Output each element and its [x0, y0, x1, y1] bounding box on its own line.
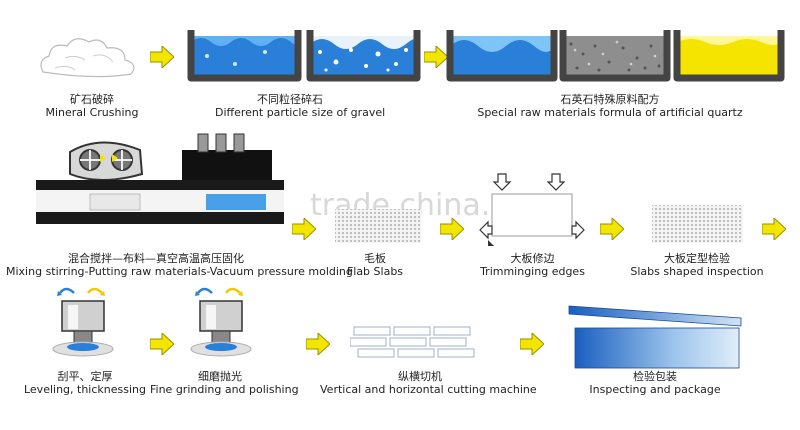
shaped-slab-illustration — [650, 203, 745, 245]
arrow-right-icon — [292, 218, 316, 240]
package-crate-illustration — [565, 300, 745, 372]
arrow-right-icon — [306, 333, 330, 355]
arrow-right-icon — [762, 218, 786, 240]
arrow-right-icon — [440, 218, 464, 240]
trimming-edges-illustration — [478, 170, 588, 252]
flab-slab-illustration — [333, 207, 423, 245]
gravel-bin-small — [187, 22, 302, 82]
raw-material-bin-grey — [559, 22, 671, 82]
arrow-right-icon — [150, 46, 174, 68]
leveling-machine-illustration — [48, 283, 118, 363]
cut-pieces-illustration — [350, 323, 480, 361]
raw-material-bin-yellow — [673, 22, 785, 82]
polishing-machine-illustration — [186, 283, 256, 363]
arrow-right-icon — [600, 218, 624, 240]
arrow-right-icon — [520, 333, 544, 355]
gravel-bin-mixed — [306, 22, 421, 82]
mixing-molding-machine — [30, 128, 290, 238]
mineral-rocks-illustration — [35, 28, 145, 80]
raw-material-bin-blue — [446, 22, 558, 82]
arrow-right-icon — [424, 46, 448, 68]
arrow-right-icon — [150, 333, 174, 355]
